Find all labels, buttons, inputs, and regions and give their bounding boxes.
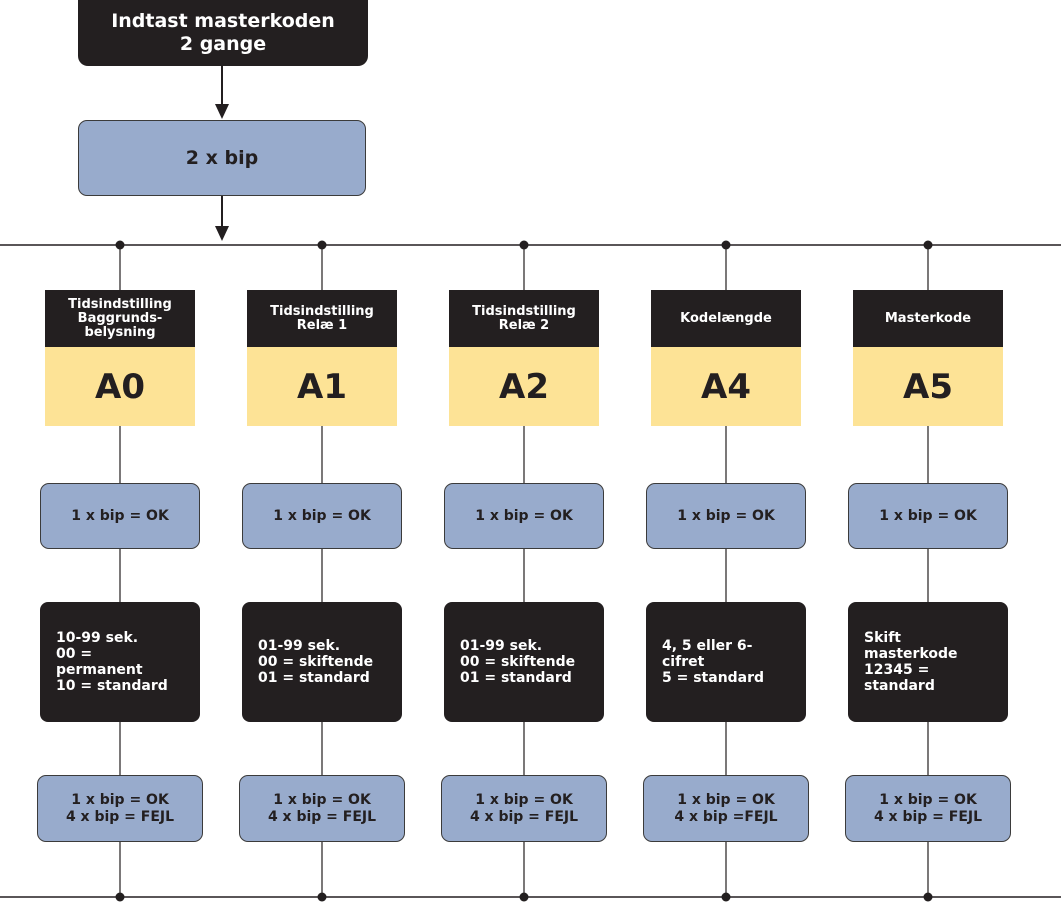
- settings-line: Skift: [864, 630, 901, 646]
- settings-line: 01 = standard: [460, 670, 572, 686]
- settings-line: standard: [864, 678, 935, 694]
- column-header-line: Baggrunds-: [77, 310, 163, 326]
- ack-box: 1 x bip = OK: [444, 483, 604, 549]
- column-header: Masterkode: [853, 290, 1003, 347]
- settings-line: 12345 =: [864, 662, 930, 678]
- bottom-junction-dot-1: [317, 892, 327, 902]
- result-line: 1 x bip = OK: [71, 791, 169, 808]
- menu-code: A0: [45, 347, 195, 426]
- column-header-line: Kodelængde: [680, 310, 772, 326]
- settings-line: 01-99 sek.: [258, 638, 341, 654]
- first-feedback-box: 2 x bip: [78, 120, 366, 196]
- result-line: 4 x bip = FEJL: [469, 808, 579, 825]
- settings-line: 10-99 sek.: [56, 630, 139, 646]
- menu-code: A2: [449, 347, 599, 426]
- settings-line: permanent: [56, 662, 143, 678]
- bottom-junction-dot-3: [721, 892, 731, 902]
- bottom-junction-dot-0: [115, 892, 125, 902]
- top-junction-dot-0: [115, 240, 125, 250]
- settings-line: masterkode: [864, 646, 958, 662]
- result-line: 4 x bip =FEJL: [674, 808, 778, 825]
- column-header-line: Tidsindstilling: [270, 303, 374, 319]
- result-line: 4 x bip = FEJL: [267, 808, 377, 825]
- column-header-line: Tidsindstilling: [68, 296, 172, 312]
- ack-box: 1 x bip = OK: [40, 483, 200, 549]
- result-line: 1 x bip = OK: [475, 791, 573, 808]
- ack-box: 1 x bip = OK: [646, 483, 806, 549]
- ack-box: 1 x bip = OK: [242, 483, 402, 549]
- top-junction-dot-2: [519, 240, 529, 250]
- settings-line: 00 = skiftende: [460, 654, 576, 670]
- top-junction-dot-4: [923, 240, 933, 250]
- settings-line: 4, 5 eller 6-: [662, 638, 753, 654]
- result-line: 1 x bip = OK: [677, 791, 775, 808]
- menu-code: A5: [853, 347, 1003, 426]
- top-junction-dot-3: [721, 240, 731, 250]
- arrow-head-2: [215, 226, 229, 241]
- settings-line: 5 = standard: [662, 670, 765, 686]
- settings-line: 01-99 sek.: [460, 638, 543, 654]
- top-junction-dot-1: [317, 240, 327, 250]
- settings-line: 00 =: [56, 646, 93, 662]
- settings-line: 01 = standard: [258, 670, 370, 686]
- menu-code: A4: [651, 347, 801, 426]
- column-header-line: Relæ 1: [296, 317, 348, 333]
- column-header-line: belysning: [84, 324, 156, 340]
- result-line: 1 x bip = OK: [879, 791, 977, 808]
- bottom-junction-dot-2: [519, 892, 529, 902]
- start-line-2: 2 gange: [179, 33, 267, 55]
- column-header-line: Relæ 2: [498, 317, 550, 333]
- menu-code: A1: [247, 347, 397, 426]
- result-line: 4 x bip = FEJL: [65, 808, 175, 825]
- result-line: 1 x bip = OK: [273, 791, 371, 808]
- settings-line: 10 = standard: [56, 678, 168, 694]
- settings-line: 00 = skiftende: [258, 654, 374, 670]
- column-header-line: Tidsindstilling: [472, 303, 576, 319]
- column-header: Kodelængde: [651, 290, 801, 347]
- start-line-1: Indtast masterkoden: [111, 10, 335, 32]
- ack-box: 1 x bip = OK: [848, 483, 1008, 549]
- bottom-junction-dot-4: [923, 892, 933, 902]
- settings-line: cifret: [662, 654, 705, 670]
- result-line: 4 x bip = FEJL: [873, 808, 983, 825]
- column-header-line: Masterkode: [884, 310, 972, 326]
- start-box: Indtast masterkoden 2 gange: [78, 0, 368, 66]
- arrow-head-1: [215, 104, 229, 119]
